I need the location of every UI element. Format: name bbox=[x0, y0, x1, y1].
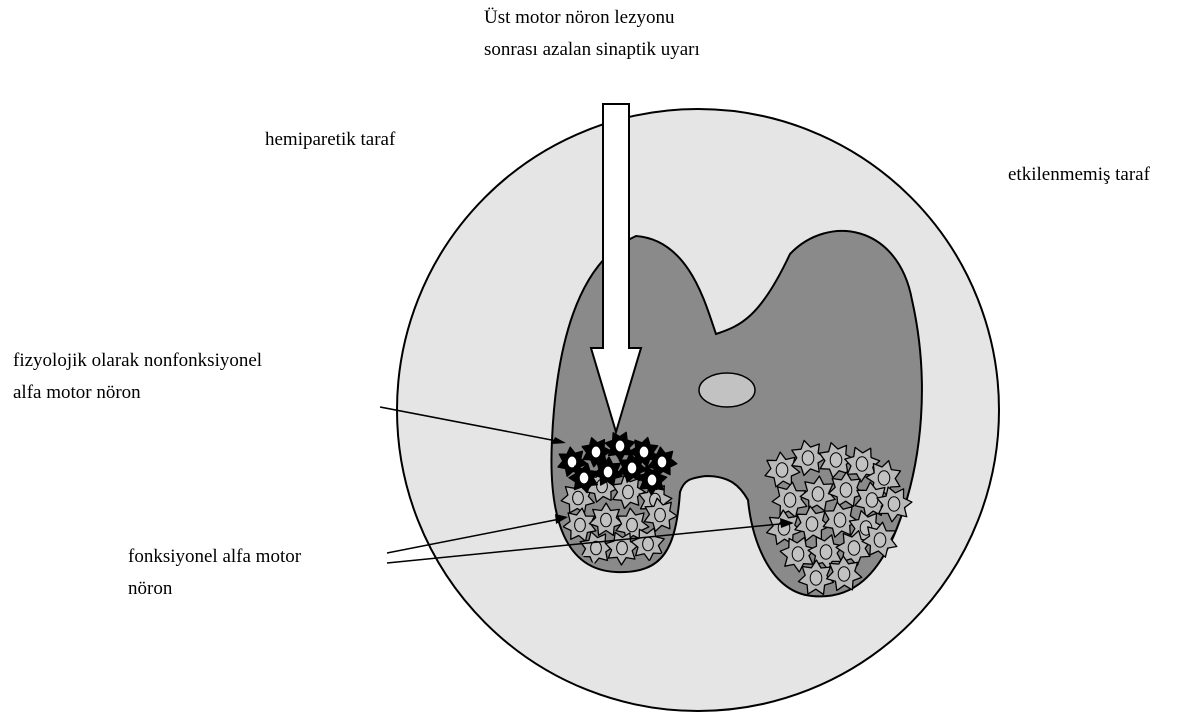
unaffected-side-label: etkilenmemiş taraf bbox=[1008, 159, 1150, 191]
top-label-line-1: Üst motor nöron lezyonu bbox=[484, 2, 700, 34]
nonfunctional-neuron-label: fizyolojik olarak nonfonksiyonel alfa mo… bbox=[13, 345, 262, 409]
hemiparetic-side-text: hemiparetik taraf bbox=[265, 124, 395, 156]
unaffected-side-text: etkilenmemiş taraf bbox=[1008, 159, 1150, 191]
nonfunctional-label-line-2: alfa motor nöron bbox=[13, 377, 262, 409]
top-label-line-2: sonrası azalan sinaptik uyarı bbox=[484, 34, 700, 66]
functional-neuron-label: fonksiyonel alfa motor nöron bbox=[128, 541, 301, 605]
top-label: Üst motor nöron lezyonu sonrası azalan s… bbox=[484, 2, 700, 66]
nonfunctional-label-line-1: fizyolojik olarak nonfonksiyonel bbox=[13, 345, 262, 377]
functional-label-line-1: fonksiyonel alfa motor bbox=[128, 541, 301, 573]
functional-label-line-2: nöron bbox=[128, 573, 301, 605]
hemiparetic-side-label: hemiparetik taraf bbox=[265, 124, 395, 156]
central-canal bbox=[699, 373, 755, 407]
